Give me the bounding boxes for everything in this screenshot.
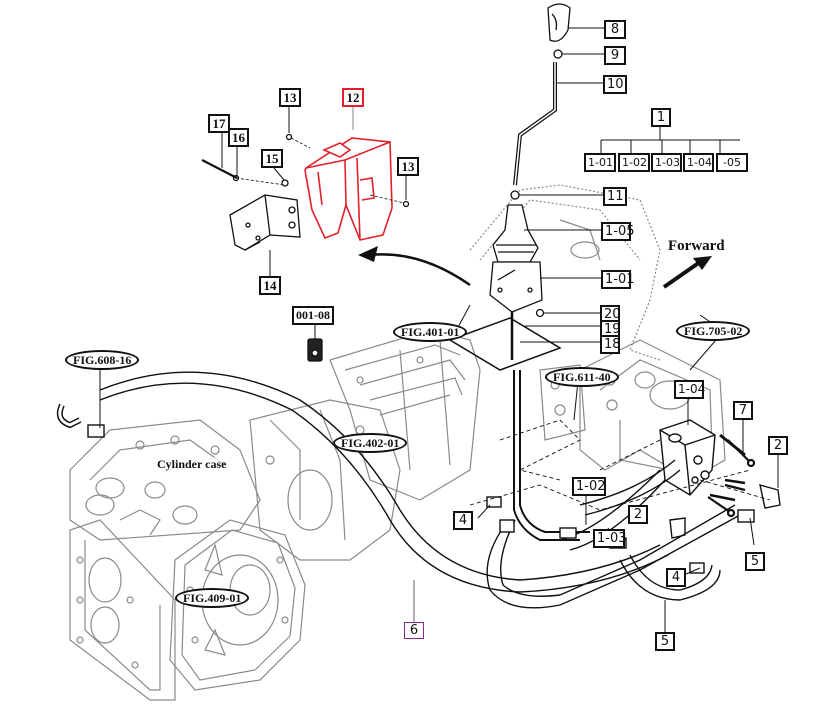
- bolts: [707, 439, 756, 518]
- callout-6[interactable]: 6: [404, 622, 424, 639]
- callout-4-lower[interactable]: 4: [666, 568, 686, 587]
- callout-4-left[interactable]: 4: [453, 511, 473, 530]
- callout-1-03[interactable]: 1-03: [593, 529, 627, 548]
- hydraulic-hoses: [56, 371, 771, 609]
- leader-lines: [99, 27, 779, 632]
- highlighted-part-12-cover[interactable]: [304, 137, 393, 241]
- callout-001-08[interactable]: 001-08: [292, 306, 334, 325]
- figref-401-01[interactable]: FIG.401-01: [393, 322, 468, 342]
- callout-1-01[interactable]: 1-01: [601, 270, 635, 289]
- callout-7[interactable]: 7: [733, 401, 753, 420]
- figref-705-02[interactable]: FIG.705-02: [676, 321, 751, 341]
- callout-18[interactable]: 18: [600, 335, 621, 354]
- forward-arrow-icon: [662, 256, 712, 289]
- cylinder-case-label: Cylinder case: [157, 457, 227, 472]
- callout-1-02[interactable]: 1-02: [572, 477, 606, 496]
- callout-5-bottom[interactable]: 5: [655, 632, 675, 651]
- callout-1-05-group[interactable]: -05: [716, 153, 748, 172]
- callout-9[interactable]: 9: [604, 46, 626, 65]
- callout-10[interactable]: 10: [603, 75, 627, 94]
- figref-402-01[interactable]: FIG.402-01: [333, 433, 408, 453]
- callout-8[interactable]: 8: [604, 20, 626, 39]
- callout-14[interactable]: 14: [259, 276, 281, 295]
- callout-1-05[interactable]: 1-05: [601, 222, 635, 241]
- callout-1-04[interactable]: 1-04: [674, 380, 705, 399]
- callout-11[interactable]: 11: [603, 187, 627, 206]
- callout-12[interactable]: 12: [342, 88, 364, 107]
- callout-17[interactable]: 17: [208, 114, 230, 133]
- callout-1[interactable]: 1: [651, 108, 671, 127]
- bracket-part-14: [201, 133, 410, 251]
- callout-1-03-group[interactable]: 1-03: [651, 153, 682, 172]
- callout-1-02-group[interactable]: 1-02: [618, 153, 650, 172]
- callout-13-right[interactable]: 13: [397, 157, 419, 176]
- callout-2-center[interactable]: 2: [628, 505, 648, 524]
- forward-label: Forward: [668, 238, 725, 254]
- callout-15[interactable]: 15: [261, 149, 283, 168]
- figref-608-16[interactable]: FIG.608-16: [65, 350, 140, 370]
- callout-1-04-group[interactable]: 1-04: [683, 153, 714, 172]
- callout-2-right[interactable]: 2: [768, 436, 788, 455]
- callout-13-top[interactable]: 13: [279, 88, 301, 107]
- figref-409-01[interactable]: FIG.409-01: [175, 588, 250, 608]
- hydraulic-valve: [659, 419, 781, 539]
- figref-611-40[interactable]: FIG.611-40: [545, 367, 619, 387]
- callout-20[interactable]: 20: [600, 305, 621, 324]
- callout-1-01-group[interactable]: 1-01: [584, 153, 616, 172]
- callout-5-right[interactable]: 5: [745, 552, 765, 571]
- shift-lever-assembly: [307, 3, 590, 541]
- detail-arrow: [358, 246, 471, 287]
- callout-16[interactable]: 16: [228, 128, 249, 147]
